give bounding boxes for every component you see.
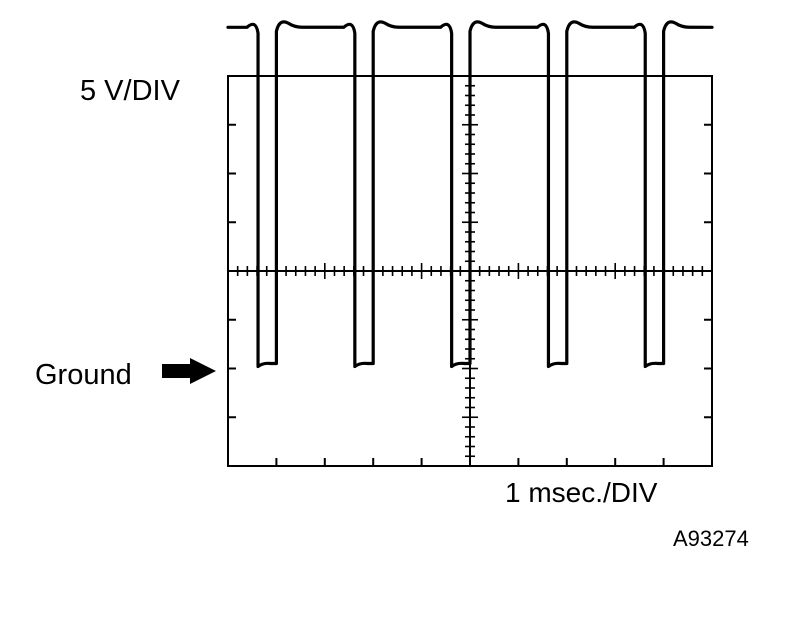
time-scale-label: 1 msec./DIV [505, 477, 658, 508]
waveform-trace [226, 20, 714, 369]
figure-code-label: A93274 [673, 526, 749, 551]
ground-label: Ground [35, 359, 132, 391]
voltage-scale-label: 5 V/DIV [80, 75, 181, 107]
ground-arrow-icon [162, 358, 216, 384]
